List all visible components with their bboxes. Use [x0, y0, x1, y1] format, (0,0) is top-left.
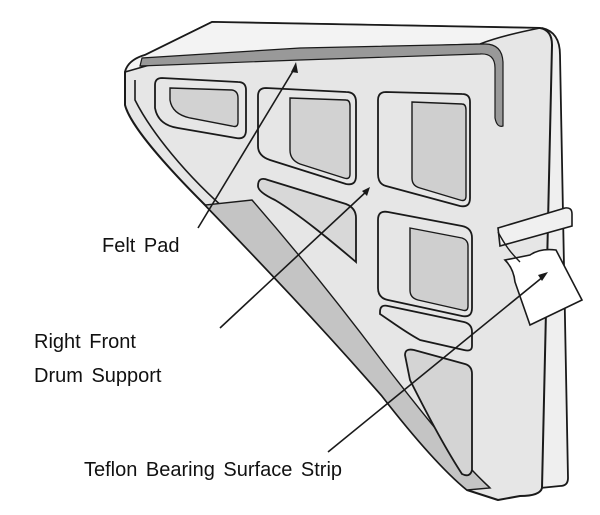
label-drum-support-line1: Right Front: [34, 331, 136, 353]
felt-pad-strip: [139, 43, 504, 127]
cell-top-right-inner: [411, 101, 467, 202]
leader-arrow-teflon-strip: [538, 272, 548, 281]
cell-lower-right: [379, 304, 473, 352]
cell-bottom-right: [404, 348, 473, 477]
drum-curve-surface: [203, 199, 492, 491]
leader-line-felt-pad: [197, 65, 297, 229]
leader-line-drum-support: [219, 189, 369, 329]
cell-top-middle-inner: [289, 97, 351, 180]
teflon-strip-fold: [497, 231, 521, 263]
leader-line-teflon-strip: [327, 275, 545, 453]
label-right-front-drum-support: Right Front Drum Support: [34, 325, 162, 393]
leader-arrow-drum-support: [362, 187, 370, 196]
cell-top-left-inner: [169, 87, 239, 128]
label-teflon-bearing-strip: Teflon Bearing Surface Strip: [84, 459, 343, 481]
leader-arrow-felt-pad: [291, 62, 298, 73]
teflon-strip-curl: [503, 248, 584, 327]
cell-middle-right-inner: [409, 227, 469, 312]
label-drum-support-line2: Drum Support: [34, 365, 162, 387]
teflon-strip-tab: [497, 207, 573, 248]
label-felt-pad: Felt Pad: [102, 235, 180, 257]
cell-middle-center: [257, 177, 357, 264]
